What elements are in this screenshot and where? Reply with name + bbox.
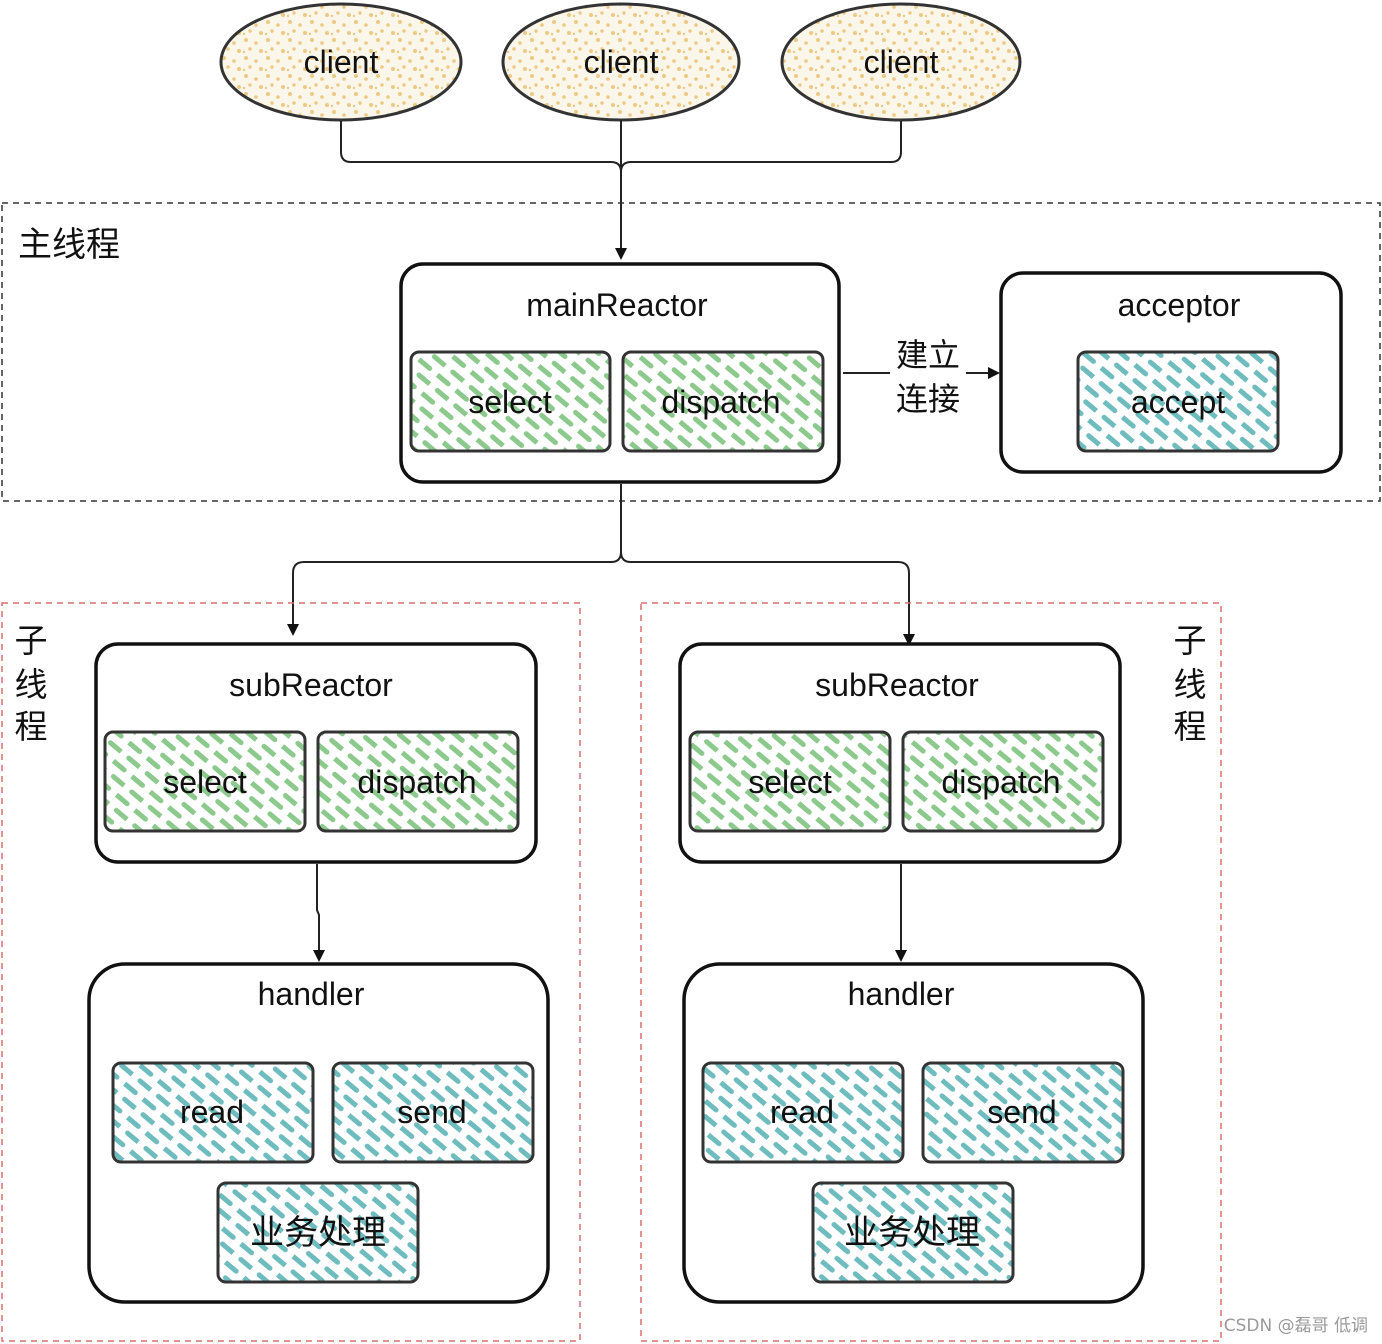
main-reactor-dispatch: dispatch <box>621 350 825 453</box>
client-connectors <box>340 120 902 260</box>
handler-2-read-label: read <box>770 1094 834 1130</box>
main-reactor-dispatch-label: dispatch <box>661 384 780 420</box>
main-reactor-select-label: select <box>468 384 552 420</box>
sub-reactor-1-dispatch-label: dispatch <box>357 764 476 800</box>
main-thread-container <box>1 202 1381 502</box>
connect-label-line1: 建立 <box>896 336 960 374</box>
handler-box-2: handler read send 业务处理 <box>682 962 1145 1304</box>
sub-reactor-1-select-label: select <box>163 764 247 800</box>
connect-label-line2: 连接 <box>896 380 960 418</box>
handler-box-1: handler read send 业务处理 <box>87 962 550 1304</box>
sub-thread-container-1 <box>1 602 581 1342</box>
main-thread-label: 主线程 <box>18 225 120 265</box>
handler-1-send-label: send <box>397 1094 466 1130</box>
sub-reactor-2-select: select <box>688 730 892 833</box>
sub-reactor-2-dispatch: dispatch <box>901 730 1105 833</box>
sub-reactor-box-2: subReactor select dispatch <box>678 642 1122 864</box>
csdn-watermark: CSDN @磊哥 低调 <box>1223 1316 1368 1336</box>
sub-thread-label-1-char-3: 程 <box>15 707 48 746</box>
acceptor-title: acceptor <box>1118 287 1241 323</box>
sub-to-handler-connectors <box>313 864 907 962</box>
client-label-1: client <box>304 44 379 80</box>
handler-1-read-label: read <box>180 1094 244 1130</box>
handler-2-read: read <box>701 1061 905 1164</box>
client-label-2: client <box>584 44 659 80</box>
sub-thread-label-1-char-1: 子 <box>15 621 48 660</box>
handler-2-business: 业务处理 <box>811 1181 1015 1284</box>
sub-thread-label-1-char-2: 线 <box>15 665 48 704</box>
handler-1-business: 业务处理 <box>216 1181 420 1284</box>
handler-2-title: handler <box>848 976 955 1012</box>
sub-reactor-1-dispatch: dispatch <box>316 730 520 833</box>
main-reactor-box: mainReactor select dispatch <box>399 262 841 484</box>
sub-thread-label-2-char-1: 子 <box>1174 621 1207 660</box>
main-reactor-select: select <box>409 350 612 453</box>
client-node-3: client <box>780 2 1022 122</box>
acceptor-accept: accept <box>1076 350 1280 453</box>
main-to-sub-connectors <box>287 484 915 646</box>
handler-1-read: read <box>111 1061 315 1164</box>
sub-thread-label-2-char-2: 线 <box>1174 665 1207 704</box>
sub-thread-container-2 <box>640 602 1222 1342</box>
handler-1-title: handler <box>258 976 365 1012</box>
sub-reactor-2-dispatch-label: dispatch <box>941 764 1060 800</box>
sub-reactor-1-title: subReactor <box>229 667 393 703</box>
sub-reactor-box-1: subReactor select dispatch <box>94 642 538 864</box>
main-reactor-title: mainReactor <box>526 287 708 323</box>
handler-1-send: send <box>331 1061 535 1164</box>
acceptor-box: acceptor accept <box>999 271 1343 474</box>
handler-2-send-label: send <box>987 1094 1056 1130</box>
sub-reactor-2-select-label: select <box>748 764 832 800</box>
acceptor-accept-label: accept <box>1131 384 1225 420</box>
sub-reactor-2-title: subReactor <box>815 667 979 703</box>
sub-reactor-1-select: select <box>103 730 307 833</box>
client-node-2: client <box>501 2 741 122</box>
handler-1-business-label: 业务处理 <box>250 1213 386 1253</box>
handler-2-send: send <box>921 1061 1125 1164</box>
handler-2-business-label: 业务处理 <box>844 1213 980 1253</box>
sub-thread-label-2-char-3: 程 <box>1174 707 1207 746</box>
client-node-1: client <box>219 2 463 122</box>
client-label-3: client <box>864 44 939 80</box>
